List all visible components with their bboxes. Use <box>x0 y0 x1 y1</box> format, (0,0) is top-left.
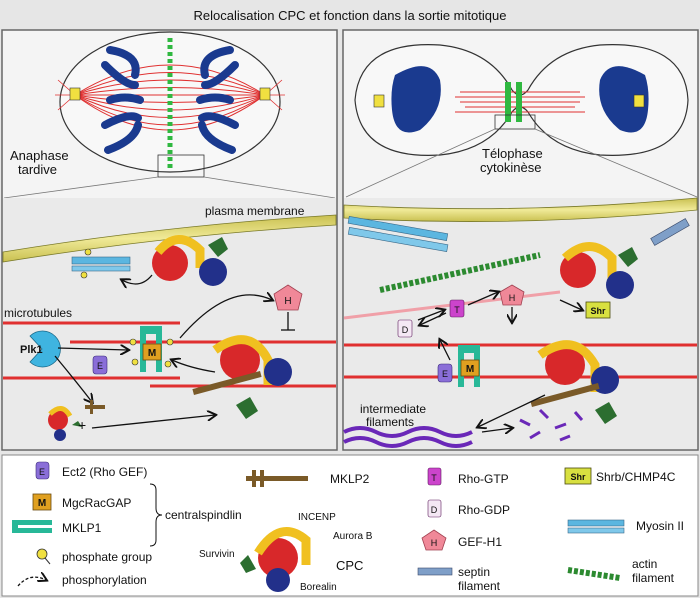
legend-gef-h1-icon <box>421 529 447 551</box>
legend-survivin-label: Survivin <box>199 549 235 560</box>
ect2-icon-left <box>92 355 108 375</box>
zoom-box <box>157 154 205 178</box>
gef-h1-icon-left <box>273 284 303 311</box>
legend-mgcracgap-label: MgcRacGAP <box>62 496 131 510</box>
legend-rho-gdp-letter: D <box>431 505 438 515</box>
rho-gdp-icon-right: D <box>397 319 413 338</box>
legend-actin-label-2: filament <box>632 571 675 585</box>
plk1-icon <box>29 330 61 368</box>
legend-shrb-letter: Shr <box>570 472 586 482</box>
legend-shrb-icon <box>564 467 592 485</box>
legend-septin-icon <box>417 567 453 576</box>
cpc-small <box>48 406 82 441</box>
legend-gef-h1-letter: H <box>431 538 438 548</box>
legend-gef-h1-label: GEF-H1 <box>458 535 502 549</box>
legend-actin-label-1: actin <box>632 557 657 571</box>
legend-mgcracgap-icon <box>32 493 52 511</box>
legend-rho-gdp-label: Rho-GDP <box>458 503 510 517</box>
cpc-microtubule <box>192 335 292 419</box>
plus-sign: + <box>78 417 86 433</box>
legend-mklp2-icon <box>246 470 308 487</box>
legend-ect2-label: Ect2 (Rho GEF) <box>62 465 147 479</box>
mgcracgap-letter: M <box>148 348 156 359</box>
cpc-membrane <box>152 235 228 286</box>
gef-h1-letter-left: H <box>284 296 291 307</box>
legend-mklp1-icon <box>12 520 52 533</box>
legend-centralspindlin-label: centralspindlin <box>165 508 242 522</box>
microtubules-left <box>3 321 336 388</box>
rho-gtp-letter-right: T <box>454 305 460 315</box>
legend-cpc-label: CPC <box>336 558 363 573</box>
centralspindlin-left: M <box>129 326 174 372</box>
legend-mklp2-label: MKLP2 <box>330 472 370 486</box>
plasma-membrane-label: plasma membrane <box>205 204 305 218</box>
legend-incenp-label: INCENP <box>298 512 336 523</box>
legend-rho-gdp-icon <box>427 499 442 518</box>
ect2-letter-right: E <box>442 369 448 379</box>
intermediate-label-line2: filaments <box>366 415 414 429</box>
centrosome-left <box>69 87 81 101</box>
intermediate-label-line1: intermediate <box>360 402 426 416</box>
gef-h1-icon-right: H <box>499 284 525 306</box>
plk1-label: Plk1 <box>20 344 43 356</box>
legend-rho-gtp-icon <box>427 467 442 486</box>
centralspindlin-brace <box>149 483 163 547</box>
legend-ect2-icon <box>35 461 50 480</box>
shrb-icon-right: Shr <box>585 301 611 319</box>
legend-mgcracgap-letter: M <box>38 498 46 509</box>
legend-rho-gtp-label: Rho-GTP <box>458 472 509 486</box>
legend-phosphate-label: phosphate group <box>62 550 152 564</box>
chromosomes-right <box>196 46 239 154</box>
microtubules-label: microtubules <box>4 306 72 320</box>
telophase-label-line1: Télophase <box>482 146 543 161</box>
legend-borealin-label: Borealin <box>300 582 337 593</box>
cpc-microtubule-right <box>530 340 619 424</box>
legend-phosphorylation-label: phosphorylation <box>62 573 147 587</box>
mklp2-small <box>85 400 105 414</box>
legend-phosphorylation-arrow <box>17 577 46 587</box>
mgcracgap-letter-right: M <box>466 364 474 375</box>
filament-fragments <box>519 408 584 442</box>
centrosome-right <box>259 87 271 101</box>
anaphase-label-line1: Anaphase <box>10 148 69 163</box>
myosin-left <box>71 248 131 279</box>
actin-filament-right <box>379 252 541 293</box>
legend-myosin-label: Myosin II <box>636 519 684 533</box>
septin-right <box>650 218 690 246</box>
legend-septin-label-1: septin <box>458 565 490 579</box>
anaphase-label-line2: tardive <box>18 162 57 177</box>
intermediate-filament-2 <box>343 436 473 448</box>
ect2-icon-right <box>437 363 453 383</box>
legend-cpc-icon <box>240 527 311 592</box>
anaphase-cell <box>3 31 336 199</box>
legend-ect2-letter: E <box>39 467 45 477</box>
ect2-letter-left: E <box>97 361 103 371</box>
plasma-membrane-right <box>343 197 698 222</box>
legend-phosphate-icon <box>36 548 51 565</box>
centralspindlin-right: M <box>458 345 480 387</box>
microtubules-right <box>344 343 697 379</box>
chromosomes-left <box>101 46 144 154</box>
rho-gtp-icon-right: T <box>449 299 465 318</box>
legend-septin-label-2: filament <box>458 579 501 593</box>
legend-shrb-label: Shrb/CHMP4C <box>596 470 676 484</box>
rho-gdp-letter-right: D <box>402 325 409 335</box>
legend-mklp1-label: MKLP1 <box>62 521 102 535</box>
intermediate-filament-1 <box>343 426 473 438</box>
legend-aurora-label: Aurora B <box>333 531 373 542</box>
legend-actin-icon <box>567 567 621 581</box>
myosin-right <box>347 216 449 252</box>
shrb-letter-right: Shr <box>590 306 606 316</box>
legend-rho-gtp-letter: T <box>431 473 437 483</box>
gef-h1-letter-right: H <box>509 293 516 303</box>
cpc-membrane-right <box>560 242 638 299</box>
figure-title: Relocalisation CPC et fonction dans la s… <box>194 8 507 23</box>
telophase-label-line2: cytokinèse <box>480 160 541 175</box>
telophase-cell <box>345 44 698 198</box>
legend-myosin-icon <box>567 519 625 534</box>
